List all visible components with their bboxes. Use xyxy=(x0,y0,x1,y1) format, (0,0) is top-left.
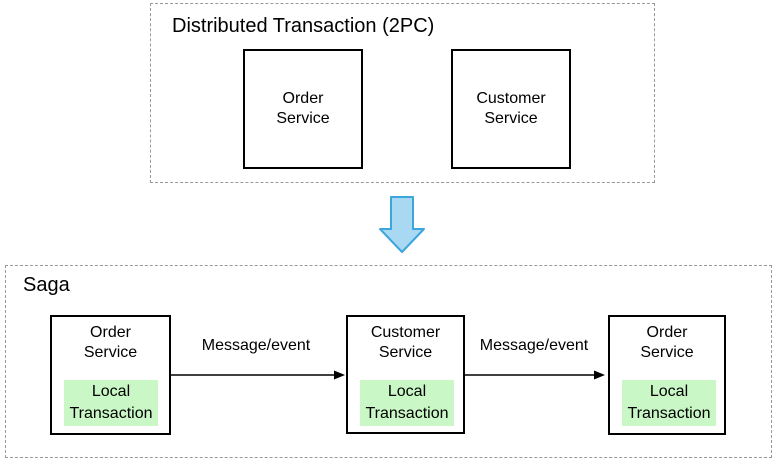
saga-group-title: Saga xyxy=(23,274,70,296)
arrow-head xyxy=(334,370,345,380)
saga-node-order-service-1-label: Order Service xyxy=(83,324,138,361)
node-order-service-2pc: Order Service xyxy=(243,49,363,169)
node-order-service-2pc-label: Order Service xyxy=(276,90,330,127)
message-event-arrow-2 xyxy=(464,370,605,380)
message-event-label-2: Message/event xyxy=(479,337,589,354)
local-transaction-badge: Local Transaction xyxy=(64,380,158,426)
message-event-label-1: Message/event xyxy=(201,337,311,354)
arrow-head xyxy=(594,370,605,380)
saga-node-order-service-1: Order Service Local Transaction xyxy=(50,315,171,435)
saga-node-order-service-2: Order Service Local Transaction xyxy=(608,315,726,435)
local-transaction-badge: Local Transaction xyxy=(622,380,716,426)
saga-node-customer-service-label: Customer Service xyxy=(370,324,441,361)
2pc-group-title: Distributed Transaction (2PC) xyxy=(172,15,435,37)
saga-node-customer-service: Customer Service Local Transaction xyxy=(346,315,465,434)
local-transaction-badge: Local Transaction xyxy=(360,380,454,426)
node-customer-service-2pc-label: Customer Service xyxy=(476,90,546,127)
down-arrow-shape xyxy=(379,196,425,253)
saga-group: Saga Order Service Local Transaction Cus… xyxy=(5,265,772,458)
down-arrow-icon xyxy=(379,196,425,253)
saga-node-order-service-2-label: Order Service xyxy=(640,324,694,361)
message-event-arrow-1 xyxy=(170,370,345,380)
2pc-group: Distributed Transaction (2PC) Order Serv… xyxy=(150,3,655,183)
node-customer-service-2pc: Customer Service xyxy=(451,49,571,169)
